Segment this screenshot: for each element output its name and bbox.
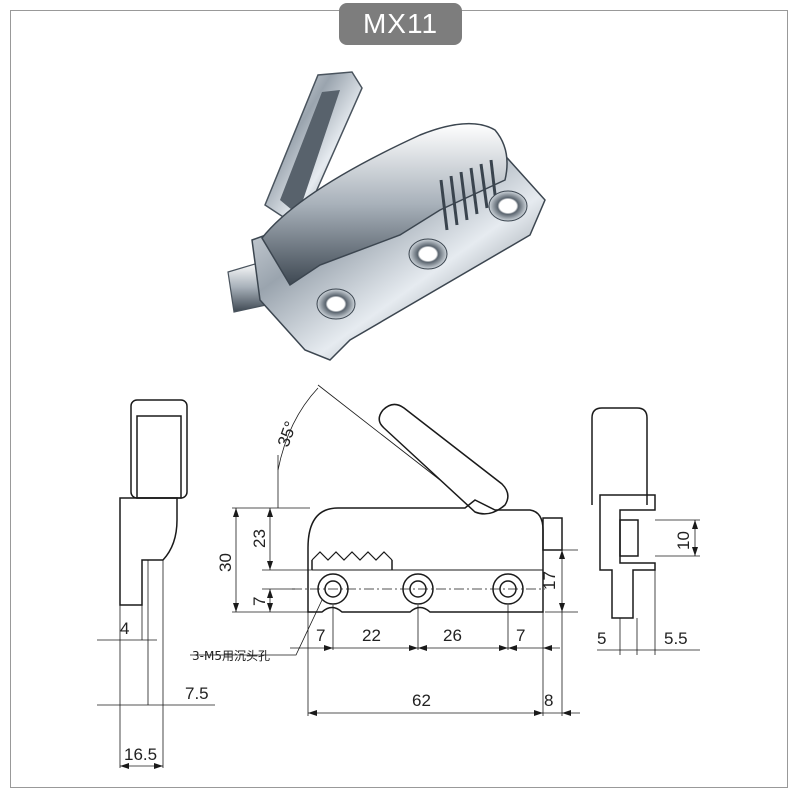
dim-right-10: 10 bbox=[674, 531, 693, 550]
front-view bbox=[190, 384, 580, 716]
dim-pitch-7a: 7 bbox=[316, 626, 325, 645]
dim-right-5-5: 5.5 bbox=[664, 629, 688, 648]
model-title-badge: MX11 bbox=[339, 3, 462, 45]
dim-angle-35: 35° bbox=[274, 419, 301, 450]
dim-height-17: 17 bbox=[540, 571, 559, 590]
dimension-arrows bbox=[120, 508, 698, 769]
dim-pitch-7b: 7 bbox=[516, 626, 525, 645]
technical-drawing bbox=[97, 384, 700, 768]
dim-height-30: 30 bbox=[216, 553, 235, 572]
dim-pitch-26: 26 bbox=[443, 626, 462, 645]
dim-7-5: 7.5 bbox=[185, 684, 209, 703]
hole-note: 3-M5用沉头孔 bbox=[192, 649, 270, 663]
dim-4: 4 bbox=[120, 619, 129, 638]
dim-pitch-22: 22 bbox=[362, 626, 381, 645]
left-side-view bbox=[97, 399, 215, 768]
dim-length-8: 8 bbox=[544, 691, 553, 710]
product-photo bbox=[227, 71, 546, 361]
dim-height-7: 7 bbox=[250, 597, 269, 606]
dim-16-5: 16.5 bbox=[124, 745, 157, 764]
dim-length-62: 62 bbox=[412, 691, 431, 710]
dim-height-23: 23 bbox=[250, 529, 269, 548]
dim-right-5: 5 bbox=[597, 629, 606, 648]
